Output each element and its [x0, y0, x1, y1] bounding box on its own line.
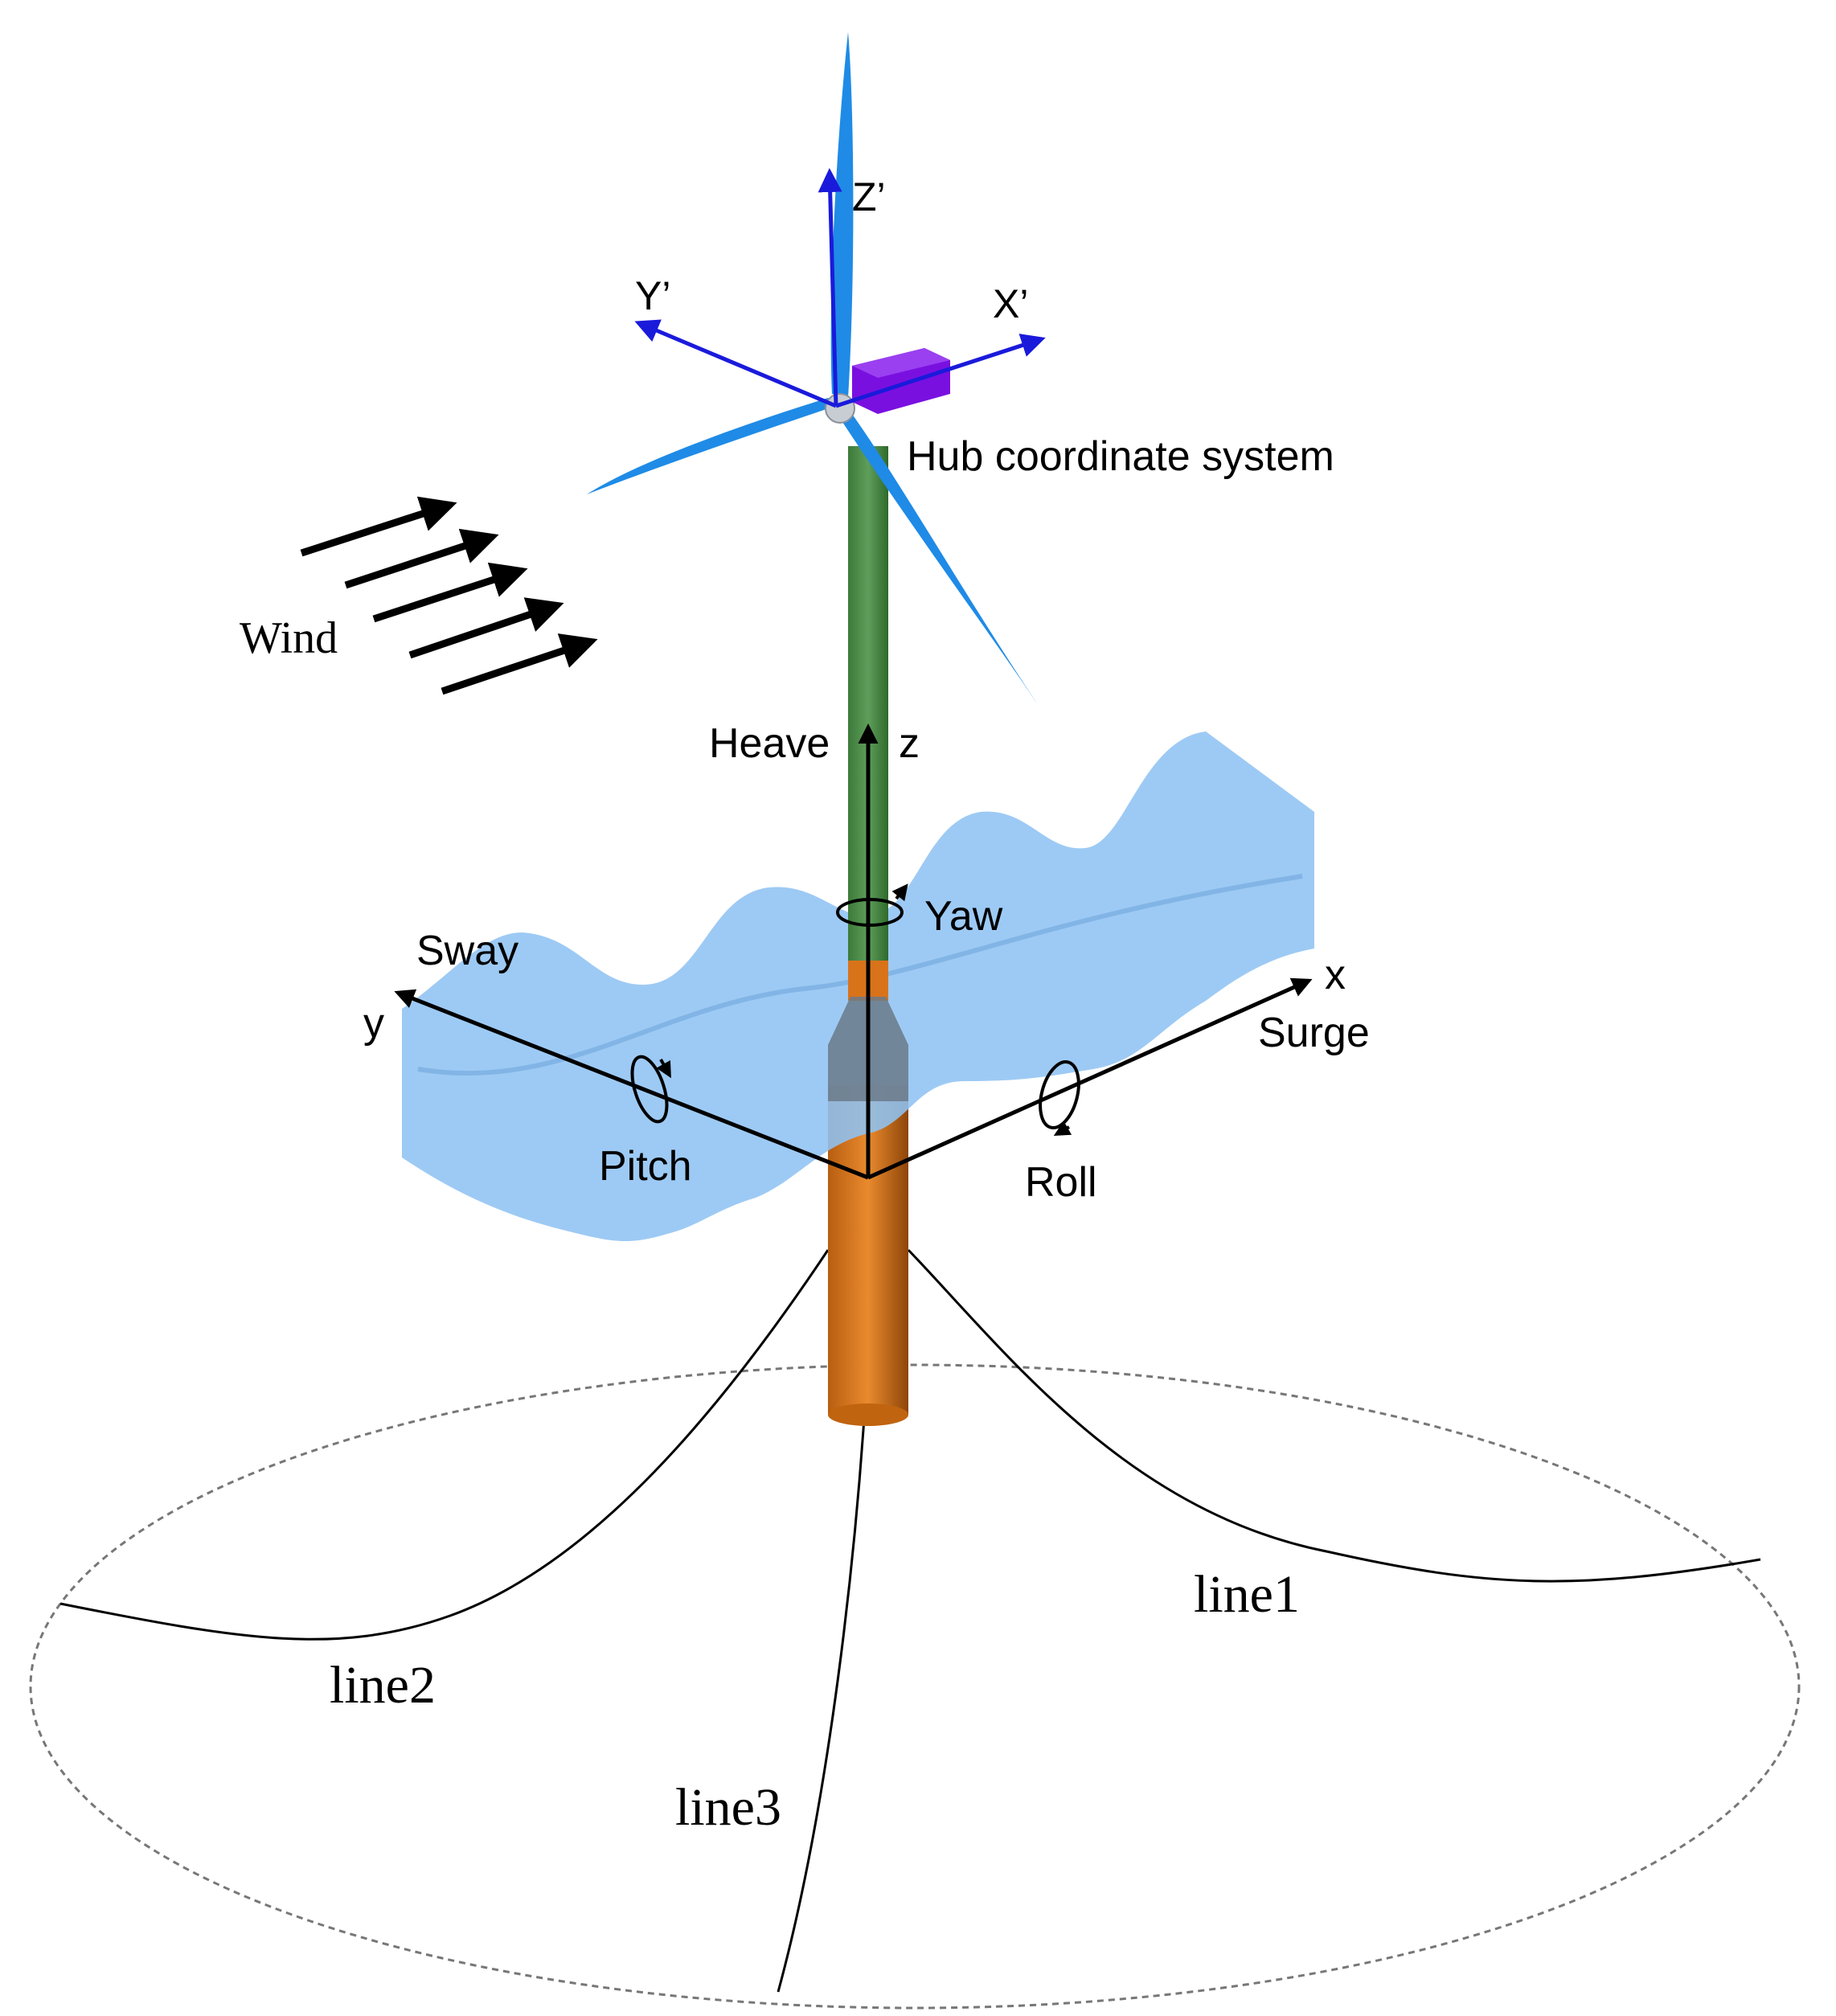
wind-arrow [441, 633, 598, 695]
line1-label: line1 [1194, 1565, 1300, 1624]
z-axis-label: z [899, 720, 920, 767]
hub-z-label: Z’ [852, 174, 886, 219]
hub-y-axis [634, 319, 837, 408]
roll-rotation-icon [1039, 1060, 1080, 1136]
pitch-label: Pitch [599, 1143, 692, 1190]
wind-arrow [300, 496, 457, 557]
line3-label: line3 [675, 1778, 781, 1837]
mooring-line-1 [907, 1248, 1761, 1583]
hub [825, 393, 855, 424]
x-axis-label: x [1325, 952, 1346, 998]
spar-bottom [828, 1403, 908, 1426]
hub-system-label: Hub coordinate system [907, 433, 1334, 480]
blade-top [830, 32, 854, 398]
hub-x-axis [835, 334, 1046, 408]
sea-wave-shade [417, 874, 1303, 1076]
hub-y-label: Y’ [635, 273, 670, 318]
blade-left [587, 398, 836, 494]
mooring-line-2 [59, 1249, 830, 1641]
yaw-label: Yaw [924, 893, 1003, 940]
seabed-ellipse [29, 1363, 1801, 2010]
surge-label: Surge [1258, 1010, 1370, 1056]
line2-label: line2 [330, 1656, 436, 1715]
yaw-rotation-icon [836, 883, 908, 927]
wind-arrows [300, 496, 598, 695]
blade-right [842, 414, 1037, 703]
hub-x-label: X’ [993, 281, 1028, 326]
y-axis-label: y [363, 1000, 384, 1047]
wind-label: Wind [240, 613, 338, 663]
roll-label: Roll [1025, 1159, 1097, 1206]
sway-label: Sway [416, 928, 518, 974]
wind-arrow [372, 562, 528, 623]
wind-arrow [344, 528, 499, 589]
wind-arrow [408, 597, 564, 659]
hub-z-axis [818, 168, 842, 407]
heave-label: Heave [709, 720, 830, 767]
pitch-rotation-icon [630, 1055, 671, 1124]
nacelle-top [852, 348, 950, 378]
x-axis [867, 977, 1313, 1180]
